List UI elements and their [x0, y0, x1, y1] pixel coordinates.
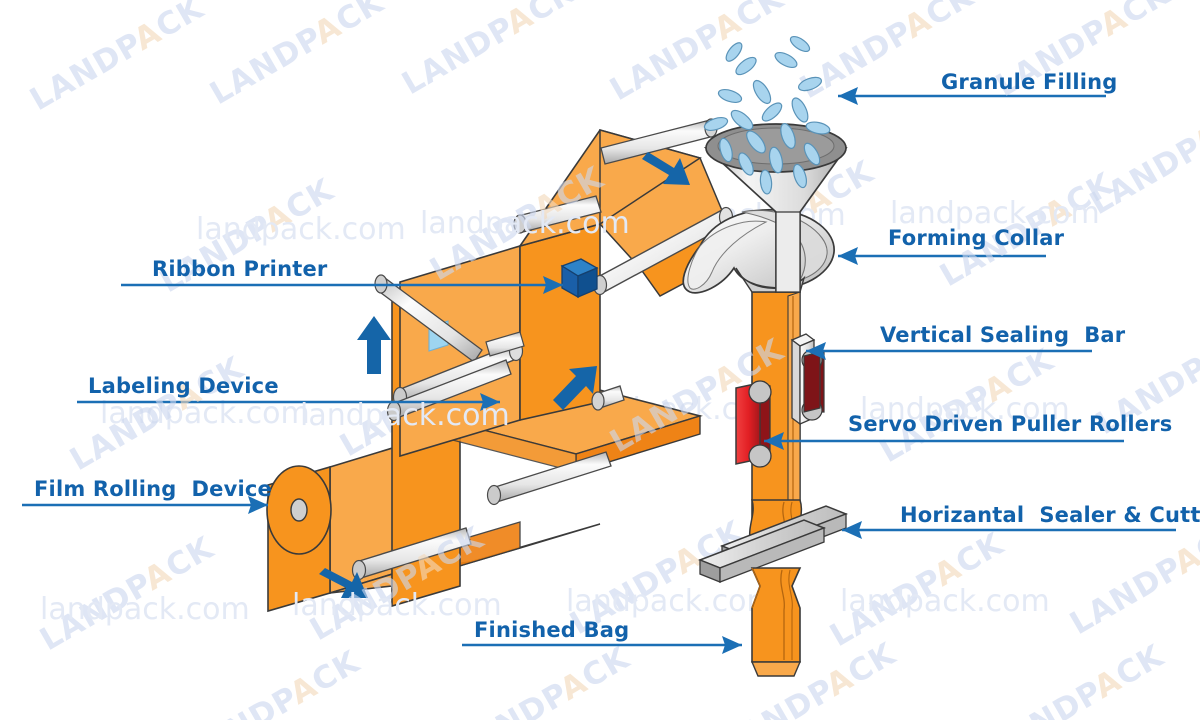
- callout-label-film-rolling-device: Film Rolling Device: [34, 477, 272, 501]
- roller: [485, 331, 525, 357]
- granules: [703, 35, 831, 195]
- flow-arrow-up-right-mid: [553, 366, 597, 410]
- roller: [591, 385, 625, 411]
- callout-leader-finished-bag: [462, 636, 742, 654]
- roller: [386, 359, 512, 422]
- callout-label-vertical-sealing-bar: Vertical Sealing Bar: [880, 323, 1126, 347]
- callout-leader-horizantal-sealer-cutter: [842, 521, 1176, 539]
- puller-roller-left: [735, 380, 772, 468]
- callout-label-granule-filling: Granule Filling: [941, 70, 1118, 94]
- callout-leader-vertical-sealing-bar: [806, 342, 1092, 360]
- film-path-assembly: [266, 118, 752, 613]
- flow-arrow-up-left: [357, 316, 391, 374]
- rollers: [351, 118, 734, 581]
- callout-leader-servo-driven-puller-rollers: [764, 432, 1124, 450]
- flow-arrows: [319, 152, 690, 598]
- callout-label-ribbon-printer: Ribbon Printer: [152, 257, 328, 281]
- callout-label-labeling-device: Labeling Device: [88, 374, 279, 398]
- callout-label-forming-collar: Forming Collar: [888, 226, 1065, 250]
- puller-roller-right: [803, 351, 821, 413]
- horizontal-sealer-jaws: [697, 505, 849, 583]
- film-panel-printer-right: [519, 222, 601, 421]
- ribbon-printer-head: [560, 258, 599, 299]
- flow-arrow-down-top-right: [642, 152, 690, 185]
- callout-leader-ribbon-printer: [121, 276, 563, 294]
- callout-label-horizantal-sealer-cutter: Horizantal Sealer & Cutter: [900, 503, 1200, 527]
- callout-leader-film-rolling-device: [22, 496, 268, 514]
- callout-label-servo-driven-puller-rollers: Servo Driven Puller Rollers: [848, 412, 1173, 436]
- callout-lines: [22, 87, 1176, 654]
- roller: [513, 195, 602, 234]
- flow-arrow-down-bottom: [319, 568, 368, 598]
- callout-leader-labeling-device: [77, 393, 500, 411]
- roller: [486, 451, 612, 506]
- callout-leader-forming-collar: [838, 247, 1046, 265]
- callout-label-finished-bag: Finished Bag: [474, 618, 630, 642]
- callout-leader-granule-filling: [838, 87, 1106, 105]
- finished-bag: [750, 567, 802, 677]
